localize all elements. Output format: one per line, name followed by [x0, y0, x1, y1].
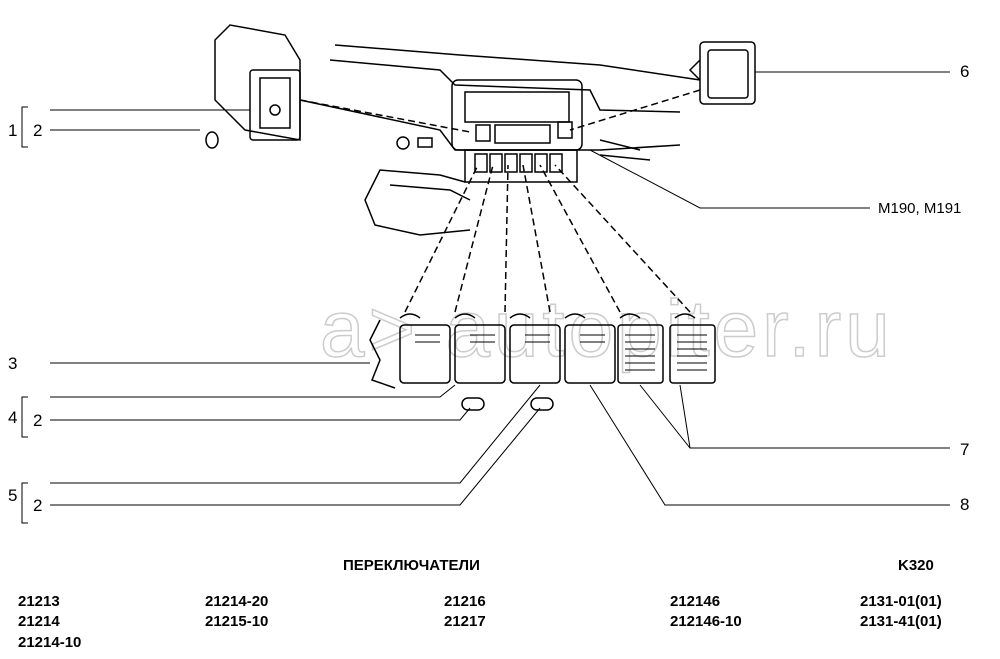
model: 21213: [18, 593, 60, 610]
callout-6: 6: [960, 62, 970, 81]
dashed-leaders: [299, 89, 701, 313]
callout-2-item-4: 2: [33, 411, 43, 430]
model: 212146: [670, 593, 721, 610]
model: 21216: [444, 593, 486, 610]
switch-row: [369, 313, 716, 389]
lamp-2: [205, 131, 219, 149]
diagram-title: ПЕРЕКЛЮЧАТЕЛИ: [343, 557, 480, 574]
model: 212146-10: [670, 613, 742, 630]
callout-m190-m191: M190, M191: [878, 200, 962, 217]
callout-lines: [21, 71, 950, 524]
callout-3: 3: [8, 354, 18, 373]
switch-ribs: [415, 334, 707, 371]
callout-5: 5: [8, 486, 18, 505]
callout-2-lamp: 2: [33, 121, 43, 140]
model: 21214: [18, 613, 60, 630]
model: 21214-10: [18, 634, 82, 651]
callout-7: 7: [960, 440, 970, 459]
dashboard-drawing: [299, 44, 701, 236]
callout-1: 1: [8, 121, 18, 140]
switch-item-6: [688, 41, 756, 105]
switch-item-1: [214, 24, 301, 141]
watermark: a> autopiter.ru: [319, 283, 894, 374]
lamp-2-item-4: [461, 397, 485, 411]
callout-4: 4: [8, 408, 18, 427]
model: 2131-41(01): [860, 613, 942, 630]
model: 21214-20: [205, 593, 269, 610]
model: 21217: [444, 613, 486, 630]
callout-8: 8: [960, 495, 970, 514]
lamp-2-item-5: [530, 397, 554, 411]
callout-2-item-5: 2: [33, 496, 43, 515]
model: 21215-10: [205, 613, 269, 630]
diagram-code: K320: [898, 557, 934, 574]
model: 2131-01(01): [860, 593, 942, 610]
